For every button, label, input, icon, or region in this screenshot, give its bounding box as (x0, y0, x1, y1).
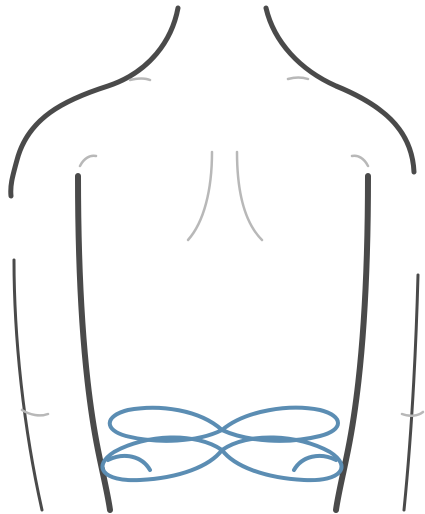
tape-inner-curl-left (108, 456, 150, 470)
right-spine-contour (237, 152, 262, 240)
right-neck-shoulder-outline (266, 8, 414, 172)
right-outer-arm-outline (404, 275, 418, 510)
left-neck-shoulder-outline (11, 8, 178, 196)
right-armpit-contour (352, 156, 368, 166)
left-shoulder-contour (130, 79, 150, 81)
left-outer-arm-outline (14, 260, 42, 510)
left-armpit-contour (80, 156, 96, 166)
tape-inner-curl-right (294, 456, 336, 470)
tape-loop-lower-left (102, 437, 222, 480)
left-spine-contour (188, 152, 212, 240)
right-shoulder-contour (288, 78, 308, 80)
tape-loop-lower-right (222, 437, 342, 480)
tape-overlay (102, 408, 341, 480)
